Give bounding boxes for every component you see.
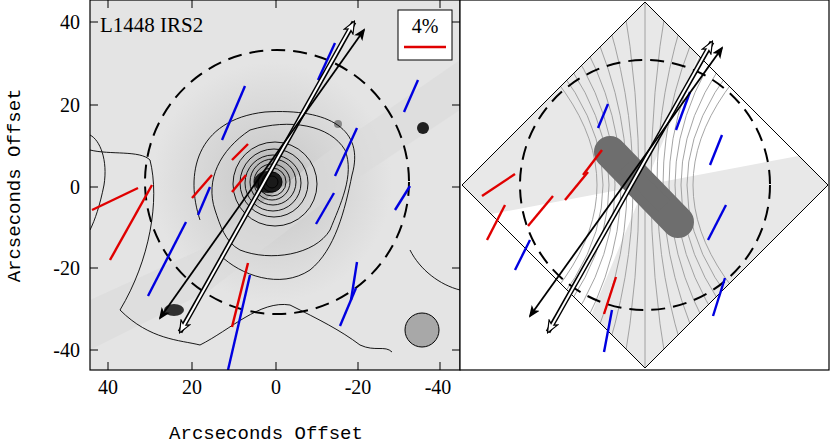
axis-ticks — [90, 0, 460, 370]
model-outflow-arrows — [530, 42, 722, 332]
polarization-vectors — [92, 43, 418, 370]
left-frame — [90, 0, 460, 370]
x-tick-label: -20 — [345, 376, 372, 398]
y-axis-title: Arcseconds Offset — [6, 88, 27, 282]
beam-size — [405, 313, 439, 347]
field-lines — [469, 0, 821, 370]
outflow-arrows — [160, 22, 364, 332]
panel-label: L1448 IRS2 — [100, 14, 203, 37]
x-tick-label: 0 — [271, 376, 281, 398]
x-tick-label: 20 — [182, 376, 202, 398]
y-tick-label: -40 — [53, 339, 80, 361]
right-frame — [460, 0, 829, 370]
legend-sample — [404, 46, 446, 48]
legend-box — [398, 10, 452, 60]
model-vectors — [482, 92, 726, 352]
y-tick-label: 40 — [60, 11, 80, 33]
y-tick-label: 20 — [60, 94, 80, 116]
left-panel — [90, 0, 460, 370]
x-axis-title: Arcseconds Offset — [169, 424, 363, 445]
y-tick-label: -20 — [53, 257, 80, 279]
y-tick-label: 0 — [70, 176, 80, 198]
x-tick-label: -40 — [425, 376, 452, 398]
right-panel — [460, 0, 830, 370]
model-diamond — [460, 0, 830, 370]
legend-text: 4% — [412, 15, 439, 37]
x-tick-label: 40 — [98, 376, 118, 398]
